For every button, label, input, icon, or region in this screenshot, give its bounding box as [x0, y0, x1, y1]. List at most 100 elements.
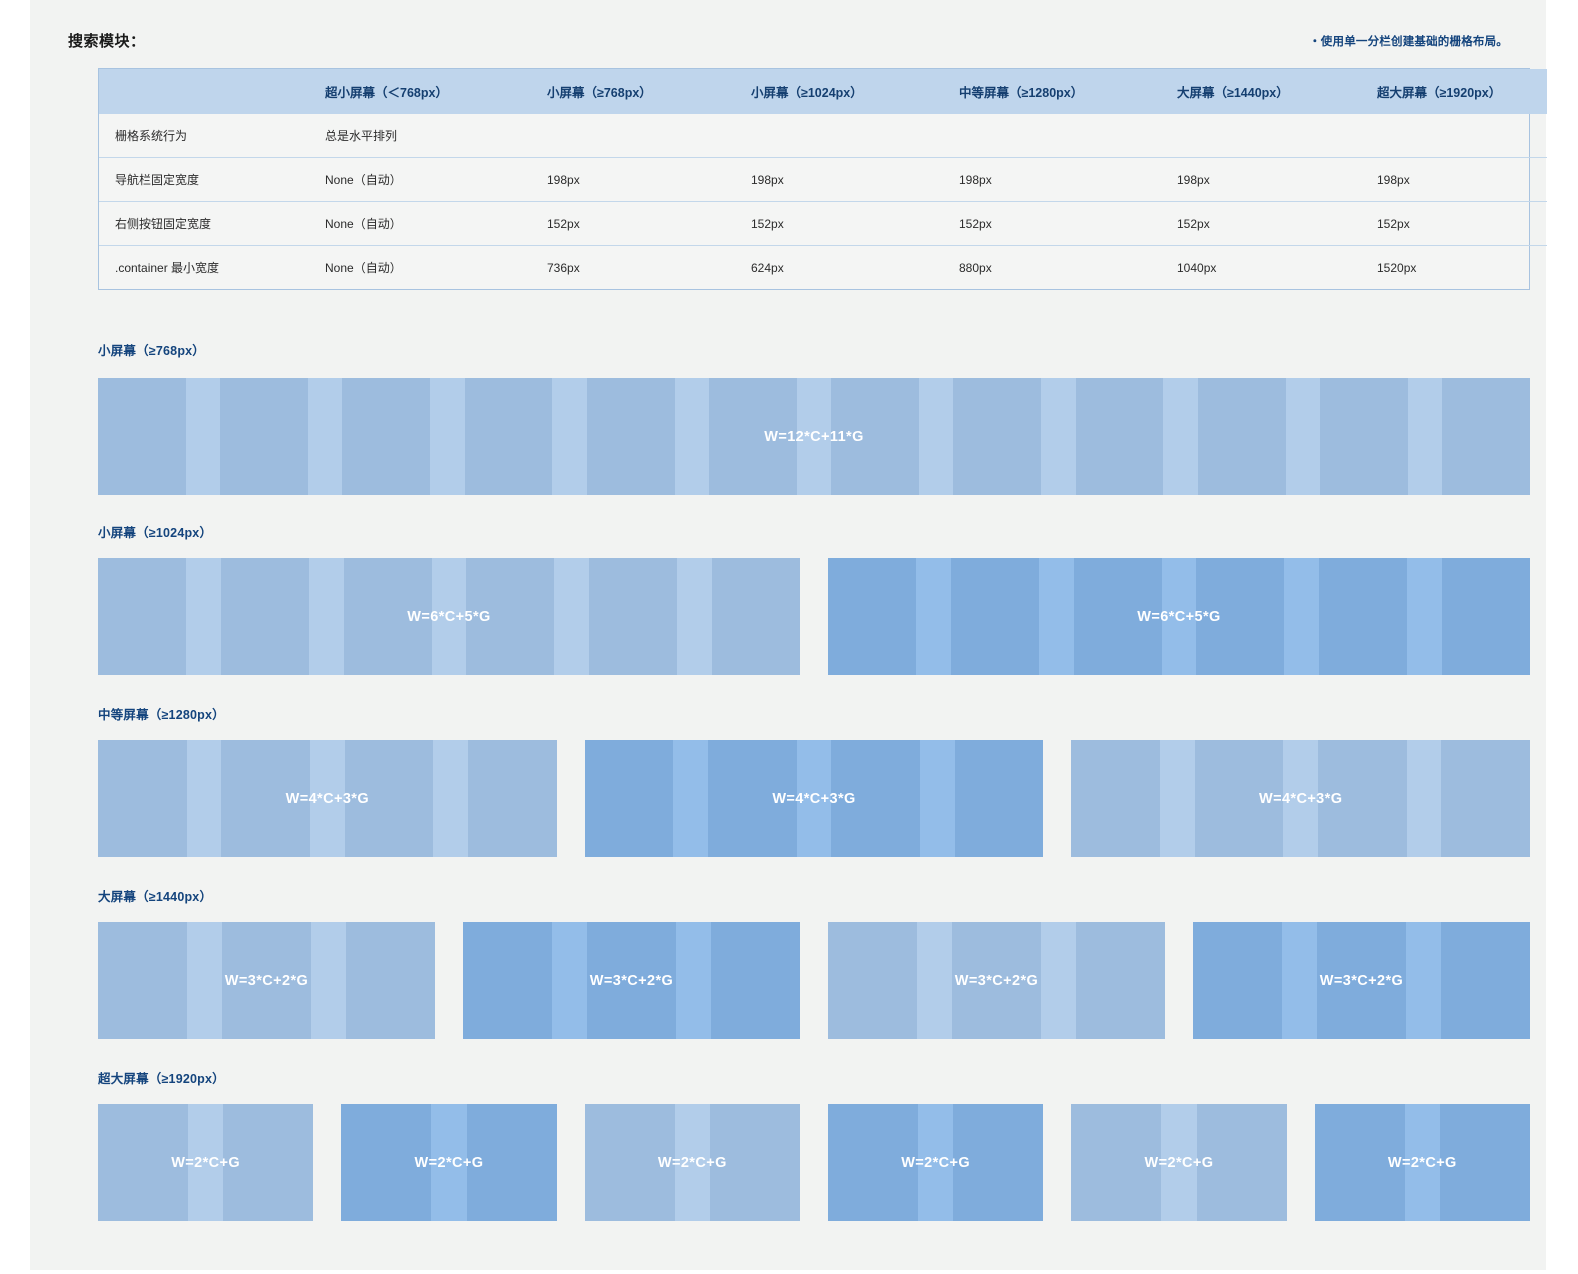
grid-column	[221, 922, 312, 1039]
table-header-row: 超小屏幕（＜768px）小屏幕（≥768px）小屏幕（≥1024px）中等屏幕（…	[99, 69, 1547, 114]
grid-gutter	[796, 740, 832, 857]
grid-gutter	[1038, 558, 1074, 675]
grid-gutter	[307, 378, 343, 495]
grid-gutter	[308, 558, 344, 675]
grid-column	[1073, 558, 1162, 675]
grid-column	[950, 558, 1039, 675]
grid-gutter	[677, 558, 712, 675]
grid-column	[343, 558, 432, 675]
grid-gutter	[673, 740, 709, 857]
grid-column	[1318, 740, 1407, 857]
section-label: 大屏幕（≥1440px）	[98, 890, 213, 904]
grid-block: W=4*C+3*G	[584, 740, 1044, 857]
table-cell: 1520px	[1377, 245, 1547, 289]
grid-column	[828, 558, 917, 675]
grid-gutter	[916, 558, 951, 675]
grid-gutter	[1161, 1104, 1197, 1221]
grid-column	[98, 740, 187, 857]
grid-column	[1194, 740, 1284, 857]
table-cell: 总是水平排列	[325, 129, 398, 143]
grid-column	[1316, 922, 1407, 1039]
grid-block: W=2*C+G	[827, 1104, 1044, 1221]
grid-block: W=3*C+2*G	[1193, 922, 1530, 1039]
grid-block: W=2*C+G	[98, 1104, 314, 1221]
section-label: 中等屏幕（≥1280px）	[98, 708, 225, 722]
grid-column	[953, 378, 1042, 495]
grid-column	[711, 558, 800, 675]
grid-column	[1442, 378, 1530, 495]
grid-column	[1441, 740, 1531, 857]
grid-gutter	[917, 922, 952, 1039]
grid-column	[584, 740, 674, 857]
grid-gutter	[1041, 378, 1076, 495]
grid-gutter	[1161, 558, 1197, 675]
table-cell: 736px	[547, 245, 751, 289]
section-label: 超大屏幕（≥1920px）	[98, 1072, 225, 1086]
grid-column	[953, 1104, 1044, 1221]
grid-gutter	[674, 1104, 710, 1221]
table-cell: 152px	[959, 201, 1177, 246]
table-col-header: 中等屏幕（≥1280px）	[959, 69, 1177, 114]
table-cell: None（自动）	[325, 245, 547, 289]
grid-gutter	[552, 922, 587, 1039]
grid-column	[586, 922, 677, 1039]
grid-gutter	[185, 378, 221, 495]
grid-column	[345, 922, 435, 1039]
grid-gutter	[431, 1104, 467, 1221]
grid-column	[98, 922, 188, 1039]
grid-column	[466, 1104, 557, 1221]
table-col-header: 大屏幕（≥1440px）	[1177, 69, 1377, 114]
grid-column	[708, 740, 797, 857]
table-head: 超小屏幕（＜768px）小屏幕（≥768px）小屏幕（≥1024px）中等屏幕（…	[99, 69, 1547, 114]
grid-gutter	[676, 922, 711, 1039]
table-col-header-blank	[99, 69, 325, 114]
grid-gutter	[188, 1104, 224, 1221]
grid-column	[466, 558, 555, 675]
grid-column	[98, 1104, 189, 1221]
grid-column	[1071, 1104, 1162, 1221]
table-cell: 152px	[1177, 201, 1377, 246]
grid-column	[98, 378, 186, 495]
grid-gutter	[430, 378, 465, 495]
grid-column	[951, 922, 1042, 1039]
grid-block: W=6*C+5*G	[828, 558, 1530, 675]
grid-column	[586, 378, 675, 495]
grid-gutter	[1404, 1104, 1440, 1221]
section-label: 小屏幕（≥1024px）	[98, 526, 213, 540]
grid-gutter	[1407, 378, 1443, 495]
grid-column	[1197, 378, 1286, 495]
grid-column	[468, 740, 557, 857]
grid-column	[1319, 558, 1408, 675]
grid-gutter	[1407, 558, 1442, 675]
table-col-header: 超大屏幕（≥1920px）	[1377, 69, 1547, 114]
grid-column	[98, 558, 187, 675]
grid-column	[220, 558, 309, 675]
grid-column	[1075, 378, 1164, 495]
grid-gutter	[187, 922, 222, 1039]
grid-gutter	[1159, 740, 1195, 857]
table-col-header: 小屏幕（≥768px）	[547, 69, 751, 114]
grid-block: W=6*C+5*G	[98, 558, 800, 675]
table-cell	[1177, 114, 1377, 158]
grid-gutter	[796, 378, 832, 495]
grid-column	[1441, 558, 1530, 675]
table-cell: 198px	[751, 157, 959, 202]
grid-gutter	[554, 558, 590, 675]
grid-gutter	[186, 740, 222, 857]
grid-column	[710, 922, 800, 1039]
table-cell: 152px	[751, 201, 959, 246]
grid-column	[463, 922, 553, 1039]
table-cell: None（自动）	[325, 157, 547, 202]
grid-block: W=3*C+2*G	[463, 922, 800, 1039]
grid-gutter	[1283, 740, 1319, 857]
grid-column	[589, 558, 678, 675]
table-cell: 198px	[959, 157, 1177, 202]
grid-gutter	[552, 378, 587, 495]
grid-column	[1193, 922, 1283, 1039]
table-cell	[1377, 114, 1547, 158]
